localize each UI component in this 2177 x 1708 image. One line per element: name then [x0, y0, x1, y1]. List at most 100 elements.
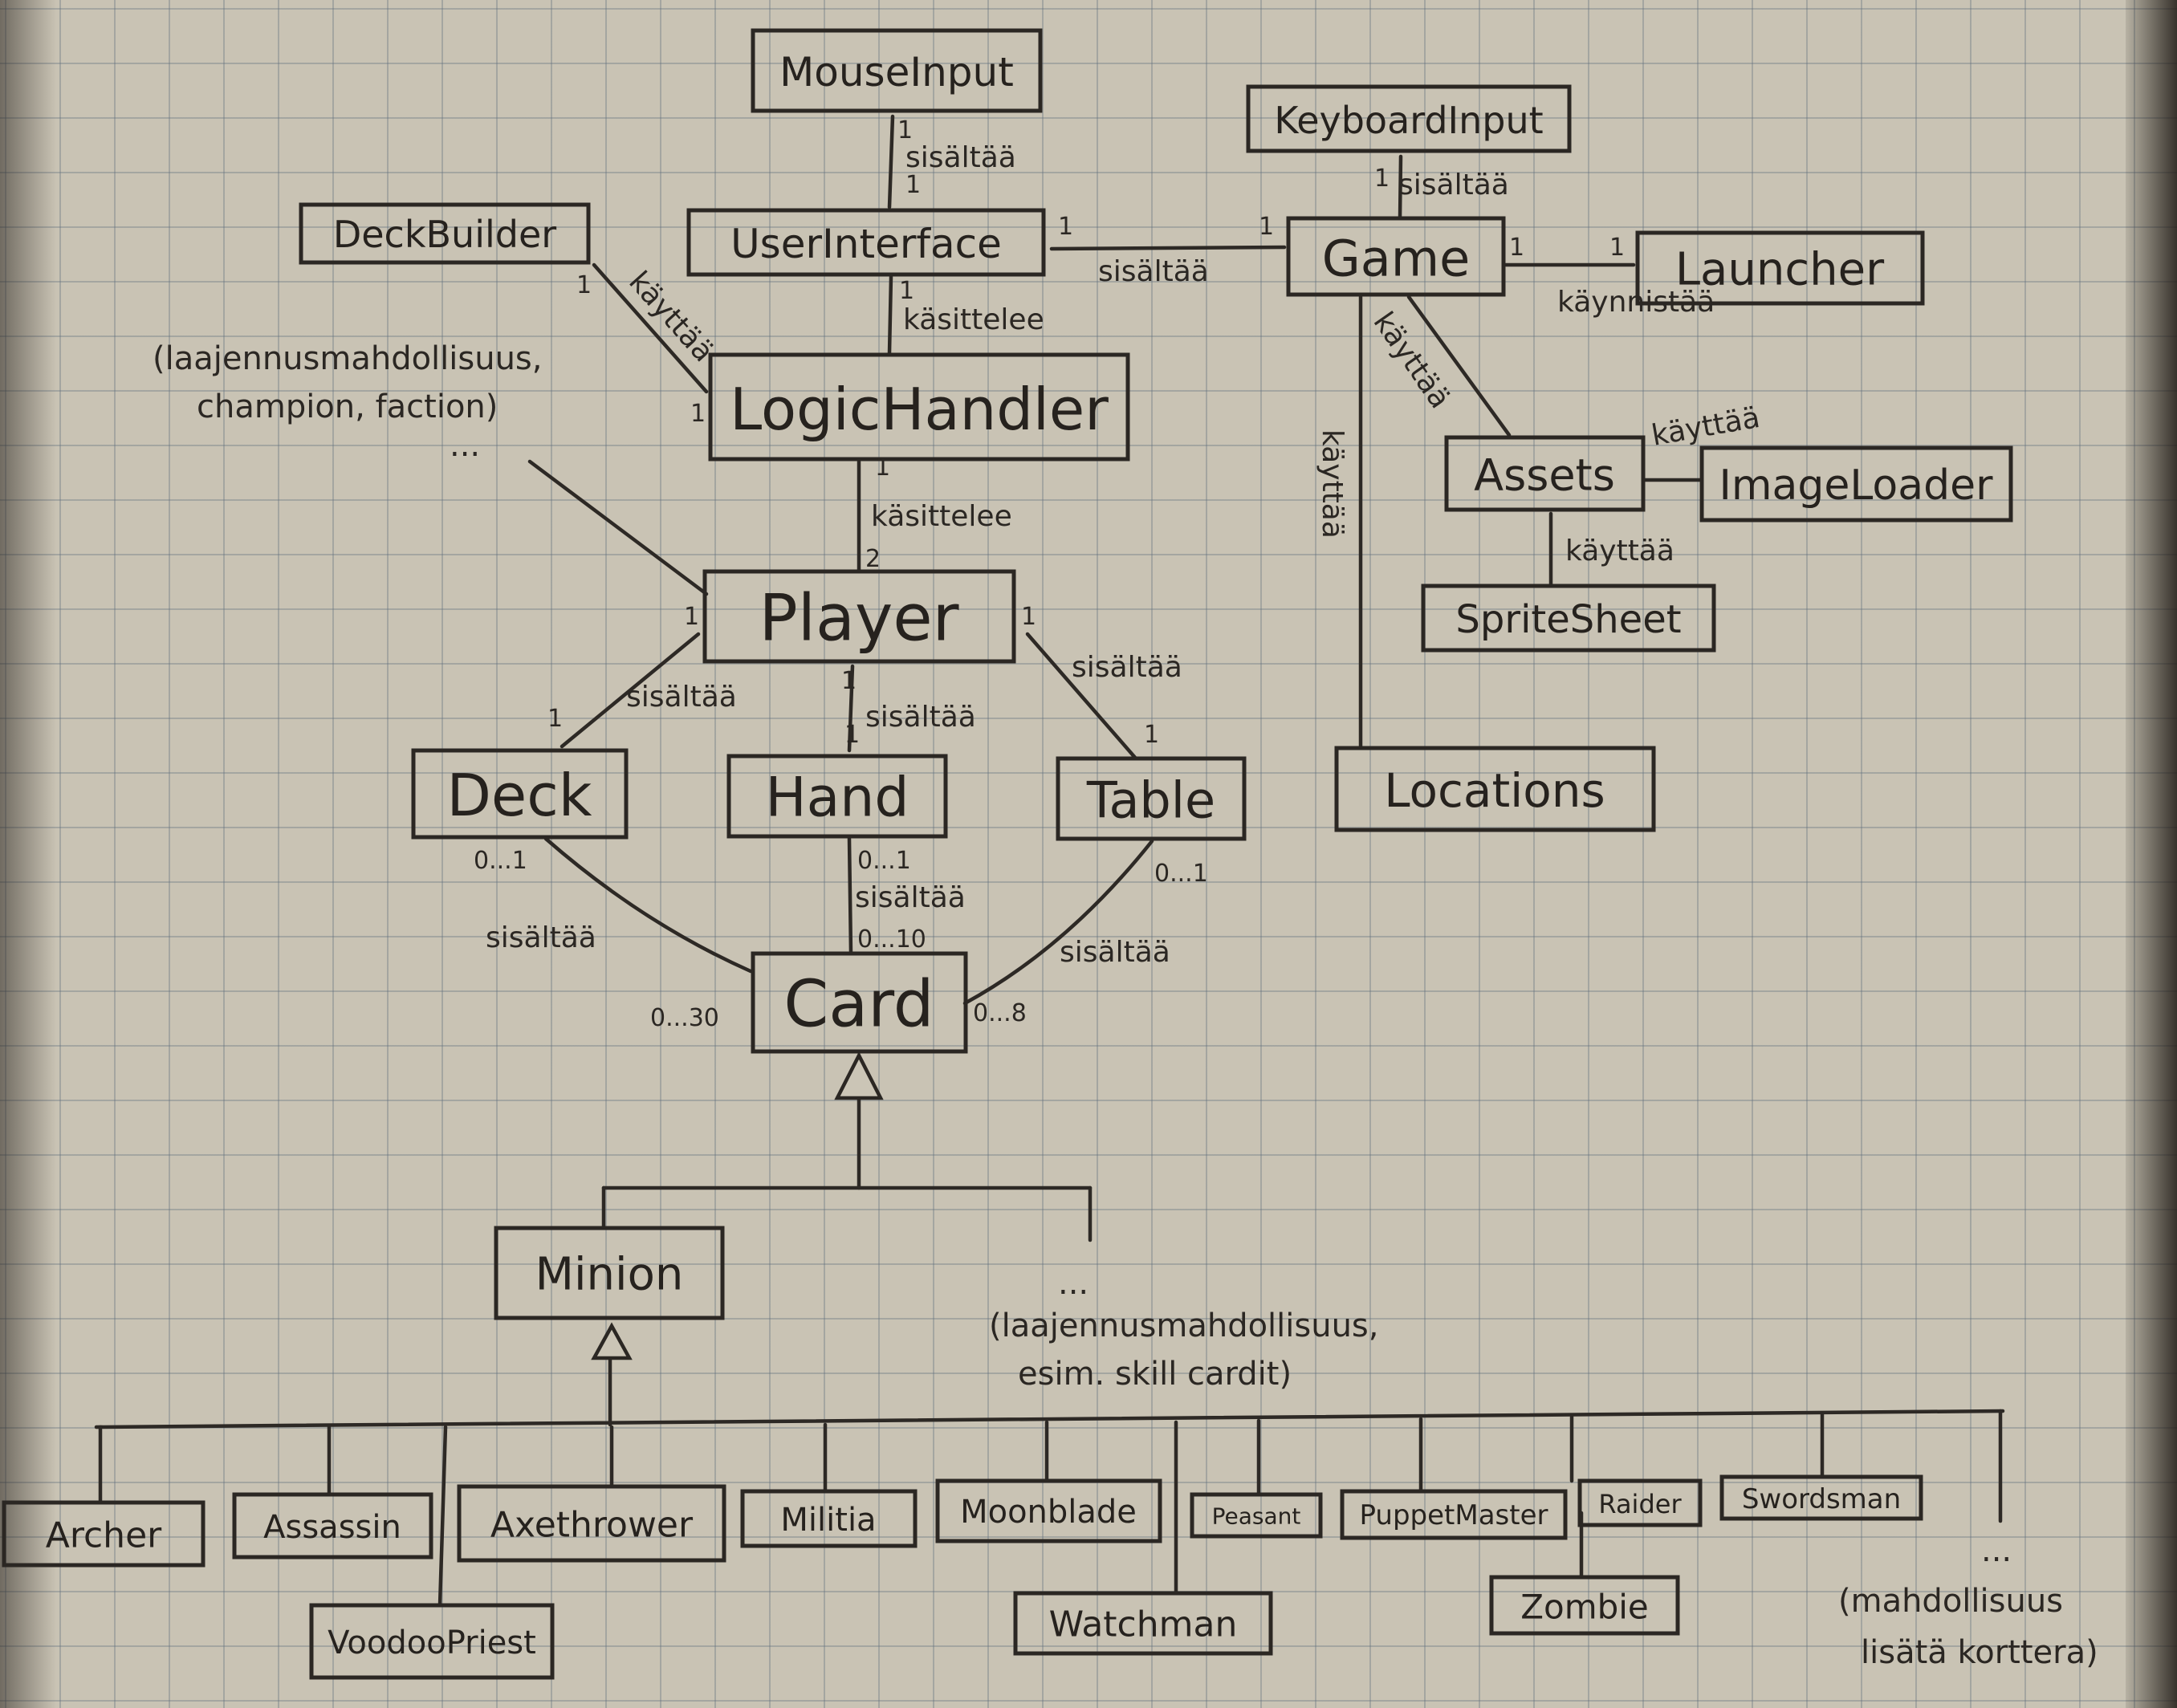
- class-hand: Hand: [726, 754, 948, 839]
- label-player-hand-sisaltaa: sisältää: [865, 701, 976, 734]
- class-raider: Raider: [1577, 1478, 1703, 1527]
- note-extension-line1: (laajennusmahdollisuus,: [153, 340, 543, 377]
- class-imageloader: ImageLoader: [1699, 445, 2013, 523]
- class-zombie-label: Zombie: [1520, 1588, 1649, 1627]
- mult-game-launcher-left-1: 1: [1509, 234, 1524, 262]
- mult-player-right-1: 1: [1021, 603, 1036, 631]
- label-player-table-sisaltaa: sisältää: [1072, 651, 1182, 684]
- edge-table-card: [962, 839, 1154, 1006]
- label-mouseinput-sisaltaa: sisältää: [905, 141, 1016, 174]
- mult-logichandler-player-1: 1: [875, 453, 890, 482]
- class-game: Game: [1286, 216, 1506, 297]
- label-ui-game-sisaltaa: sisältää: [1098, 255, 1209, 288]
- label-assets-spritesheet-kayttaa: käyttää: [1565, 535, 1674, 567]
- class-launcher: Launcher: [1635, 230, 1925, 306]
- class-peasant-label: Peasant: [1212, 1503, 1301, 1530]
- mult-player-bottom-1: 1: [841, 667, 857, 695]
- mult-logichandler-left-1: 1: [690, 400, 706, 428]
- class-boxes: MouseInput KeyboardInput DeckBuilder Use…: [2, 28, 2013, 1680]
- class-player: Player: [702, 569, 1016, 664]
- note-cards-line1: (laajennusmahdollisuus,: [989, 1307, 1379, 1344]
- edge-userinterface-logichandler: [887, 274, 893, 356]
- class-minion-label: Minion: [535, 1249, 684, 1301]
- mult-ui-top-1: 1: [905, 171, 921, 199]
- label-game-assets-kayttaa: käyttää: [1367, 307, 1457, 415]
- mult-deck-top-1: 1: [547, 705, 563, 733]
- edge-userinterface-game: [1049, 245, 1287, 251]
- class-keyboardinput: KeyboardInput: [1246, 84, 1572, 153]
- class-swordsman: Swordsman: [1719, 1474, 1923, 1521]
- edge-bar-voodoopriest: [437, 1425, 448, 1608]
- class-keyboardinput-label: KeyboardInput: [1274, 99, 1543, 142]
- mult-ui-game-right-1: 1: [1259, 213, 1274, 241]
- class-minion: Minion: [494, 1226, 725, 1320]
- class-deck: Deck: [411, 748, 629, 840]
- notes: (laajennusmahdollisuus, champion, factio…: [153, 340, 2098, 1671]
- class-militia-label: Militia: [780, 1502, 876, 1539]
- class-moonblade-label: Moonblade: [960, 1494, 1137, 1531]
- mult-card-deck-0-30: 0...30: [650, 1004, 719, 1032]
- mult-game-launcher-right-1: 1: [1609, 234, 1625, 262]
- class-game-label: Game: [1322, 230, 1471, 288]
- class-mouseinput: MouseInput: [751, 28, 1043, 113]
- class-raider-label: Raider: [1598, 1489, 1682, 1519]
- class-launcher-label: Launcher: [1675, 244, 1885, 296]
- edge-player-deck: [560, 632, 701, 749]
- edge-player-table: [1025, 632, 1138, 761]
- class-table: Table: [1056, 756, 1247, 841]
- note-more-minions-ellipsis: ...: [1981, 1532, 2012, 1569]
- mult-ui-bottom-1: 1: [899, 277, 914, 305]
- mult-logichandler-player-2: 2: [865, 545, 881, 573]
- mult-table-top-1: 1: [1144, 721, 1159, 749]
- connectors: [94, 114, 2005, 1608]
- class-userinterface-label: UserInterface: [730, 221, 1002, 267]
- multiplicities: 1 1 1 1 1 1 1 1 1 1 1 2 1 1 1 1 1 1 0...…: [474, 116, 1625, 1032]
- note-more-cards-ellipsis: ...: [1058, 1265, 1088, 1302]
- class-watchman: Watchman: [1013, 1591, 1273, 1656]
- label-game-launcher-kaynnistaa: käynnistää: [1557, 286, 1715, 319]
- label-table-card-sisaltaa: sisältää: [1060, 936, 1170, 969]
- edge-note-player: [527, 459, 709, 596]
- class-userinterface: UserInterface: [686, 208, 1046, 277]
- label-ui-logichandler-kasittelee: käsittelee: [903, 303, 1044, 336]
- class-puppetmaster: PuppetMaster: [1340, 1489, 1568, 1540]
- class-imageloader-label: ImageLoader: [1719, 462, 1994, 510]
- class-card-label: Card: [783, 967, 934, 1042]
- class-deckbuilder-label: DeckBuilder: [333, 213, 556, 256]
- label-assets-imageloader-kayttaa: käyttää: [1649, 401, 1762, 453]
- class-assassin: Assassin: [232, 1492, 433, 1560]
- edge-game-assets: [1406, 295, 1512, 437]
- relation-labels: sisältää sisältää sisältää käynnistää kä…: [486, 141, 1762, 969]
- mult-player-left-1: 1: [684, 603, 699, 631]
- label-player-deck-sisaltaa: sisältää: [626, 681, 737, 714]
- class-card: Card: [751, 951, 968, 1054]
- mult-deckbuilder-1: 1: [576, 271, 592, 299]
- class-mouseinput-label: MouseInput: [779, 49, 1014, 96]
- class-player-label: Player: [759, 581, 959, 656]
- class-peasant: Peasant: [1190, 1492, 1323, 1539]
- class-watchman-label: Watchman: [1049, 1604, 1238, 1645]
- class-spritesheet-label: SpriteSheet: [1455, 597, 1681, 642]
- mult-hand-card-0-1: 0...1: [857, 847, 911, 875]
- minion-inheritance-triangle: [591, 1322, 633, 1360]
- class-voodoopriest: VoodooPriest: [309, 1603, 555, 1680]
- class-locations-label: Locations: [1384, 763, 1605, 818]
- class-militia: Militia: [740, 1489, 918, 1548]
- note-extension-line2: champion, faction): [197, 388, 498, 425]
- note-cards-line2: esim. skill cardit): [1018, 1356, 1292, 1393]
- label-logichandler-player-kasittelee: käsittelee: [871, 500, 1012, 533]
- class-assets: Assets: [1444, 435, 1646, 512]
- label-game-locations-kayttaa: käyttää: [1316, 429, 1349, 539]
- label-hand-card-sisaltaa: sisältää: [855, 881, 966, 914]
- edge-mouseinput-userinterface: [887, 114, 895, 209]
- edge-deckbuilder-logichandler: [592, 262, 709, 394]
- class-swordsman-label: Swordsman: [1742, 1483, 1901, 1515]
- label-keyboardinput-sisaltaa: sisältää: [1398, 169, 1509, 201]
- mult-keyboardinput-1: 1: [1374, 165, 1390, 193]
- mult-hand-top-1: 1: [844, 721, 860, 749]
- note-more-line2: lisätä korttera): [1861, 1634, 2098, 1671]
- note-extension-ellipsis: ...: [450, 427, 480, 464]
- card-inheritance-triangle: [834, 1051, 884, 1100]
- mult-deck-card-0-1: 0...1: [474, 847, 527, 875]
